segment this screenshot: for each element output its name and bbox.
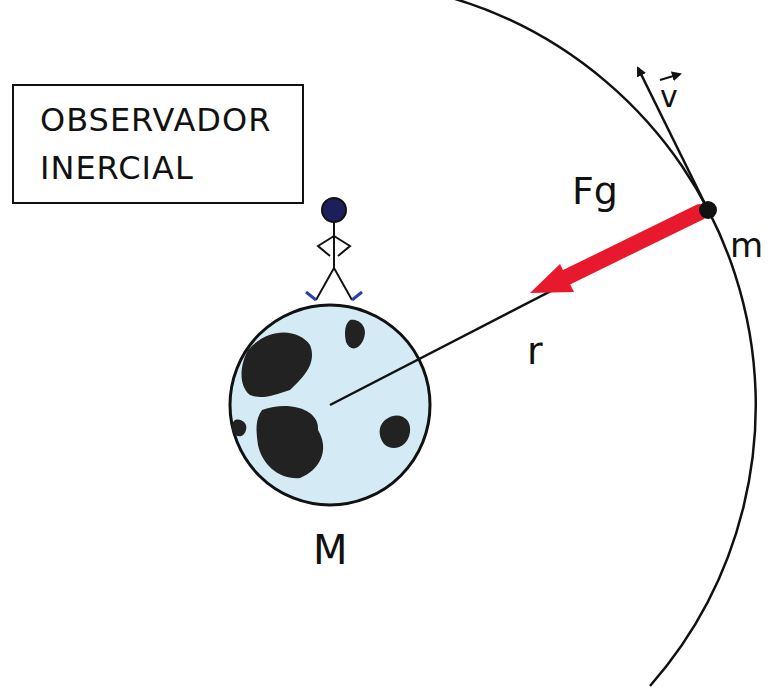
observer [306,198,362,300]
radius-line [330,210,708,405]
vector-arrow-mark [660,74,680,80]
velocity-label: v [660,82,678,112]
mass-label: m [730,228,763,262]
box-text: OBSERVADOR INERCIAL [40,96,276,192]
force-arrowhead [530,264,574,293]
force-label: Fg [572,172,618,210]
continents [232,320,410,478]
title-box: OBSERVADOR INERCIAL [12,84,304,204]
velocity-arrow [638,68,708,210]
mass-dot [699,201,717,219]
orbit-arc [425,0,756,686]
radius-label: r [527,332,543,370]
force-arrow [565,212,700,278]
planet-mass-label: M [313,530,348,570]
